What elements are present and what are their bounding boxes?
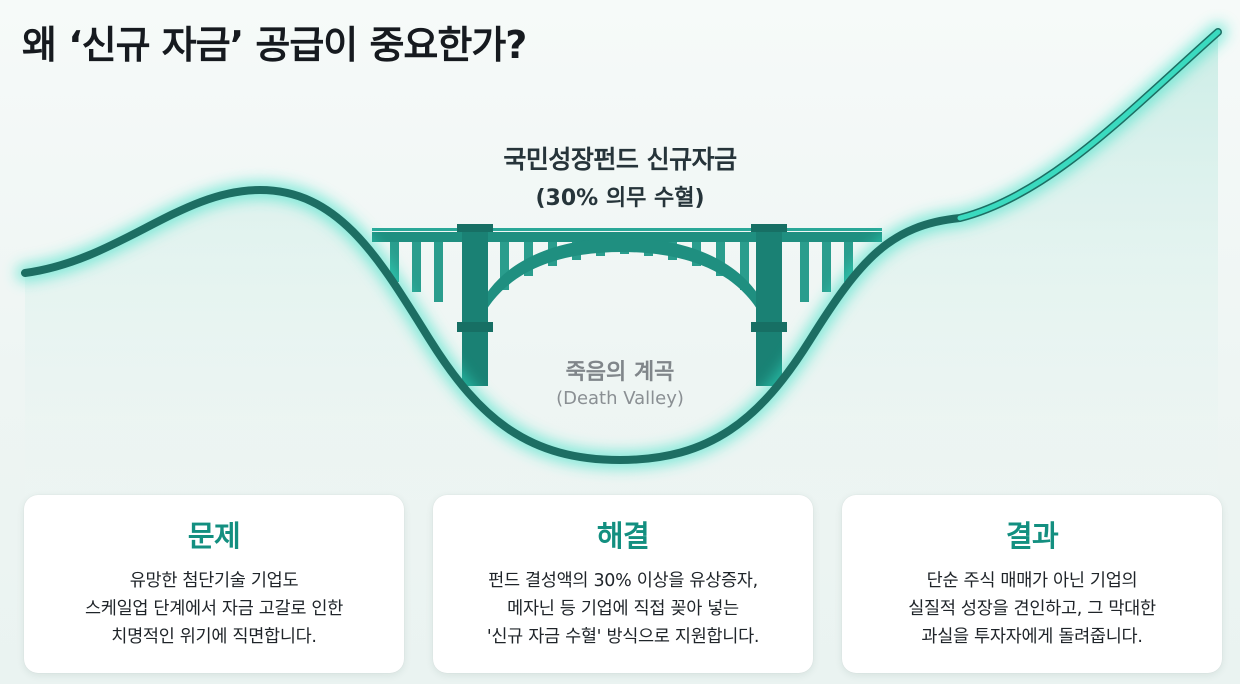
card-text-line: 스케일업 단계에서 자금 고갈로 인한 xyxy=(84,599,344,619)
card-text-line: 단순 주식 매매가 아닌 기업의 xyxy=(926,571,1138,591)
death-valley-diagram xyxy=(16,23,1227,500)
card-title: 해결 xyxy=(596,519,650,553)
card-text-line: 과실을 투자자에게 돌려줍니다. xyxy=(921,627,1143,647)
card-text-line: 펀드 결성액의 30% 이상을 유상증자, xyxy=(488,571,758,591)
curve-highlight xyxy=(957,29,1221,221)
valley-label-subtitle: (Death Valley) xyxy=(556,388,684,409)
bridge xyxy=(372,224,882,386)
card-solution: 해결 펀드 결성액의 30% 이상을 유상증자, 메자닌 등 기업에 직접 꽂아… xyxy=(433,495,813,673)
card-text-line: 치명적인 위기에 직면합니다. xyxy=(111,627,317,647)
bridge-pier-right xyxy=(756,226,782,386)
bridge-arch xyxy=(476,238,768,330)
card-text-line: 유망한 첨단기술 기업도 xyxy=(129,571,299,591)
valley-area-fill xyxy=(25,32,1218,500)
bridge-label-title: 국민성장펀드 신규자금 xyxy=(503,145,737,174)
card-text-line: '신규 자금 수혈' 방식으로 지원합니다. xyxy=(486,627,760,647)
card-problem: 문제 유망한 첨단기술 기업도 스케일업 단계에서 자금 고갈로 인한 치명적인… xyxy=(24,495,404,673)
valley-label-title: 죽음의 계곡 xyxy=(565,360,675,385)
bridge-rail xyxy=(372,228,882,231)
bridge-deck xyxy=(372,232,882,242)
bridge-pier-left xyxy=(462,226,488,386)
card-title: 결과 xyxy=(1005,519,1059,553)
page-title: 왜 ‘신규 자금’ 공급이 중요한가? xyxy=(22,23,527,67)
card-result: 결과 단순 주식 매매가 아닌 기업의 실질적 성장을 견인하고, 그 막대한 … xyxy=(842,495,1222,673)
card-text-line: 메자닌 등 기업에 직접 꽂아 넣는 xyxy=(507,599,739,619)
card-title: 문제 xyxy=(187,519,241,553)
card-text-line: 실질적 성장을 견인하고, 그 막대한 xyxy=(908,599,1156,619)
bridge-label-subtitle: (30% 의무 수혈) xyxy=(535,186,705,211)
